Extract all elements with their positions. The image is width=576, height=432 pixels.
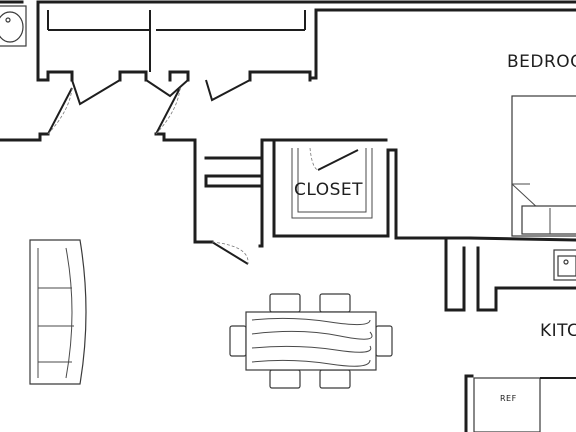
- room-label-closet: CLOSET: [294, 180, 364, 200]
- appliance-label-refrigerator: REF: [500, 394, 517, 403]
- room-label-kitchen: KITCHEN: [540, 321, 576, 341]
- sofa: [29, 239, 87, 385]
- bathroom-sink: [0, 5, 27, 47]
- bed: [511, 95, 576, 237]
- closet-shelving: [291, 148, 373, 219]
- refrigerator: [473, 377, 541, 432]
- doors: [47, 79, 359, 265]
- kitchen-sink: [553, 249, 576, 281]
- dining-set: [229, 293, 393, 389]
- closet-shelves: [47, 10, 306, 31]
- room-label-bedroom: BEDROOM: [507, 52, 576, 72]
